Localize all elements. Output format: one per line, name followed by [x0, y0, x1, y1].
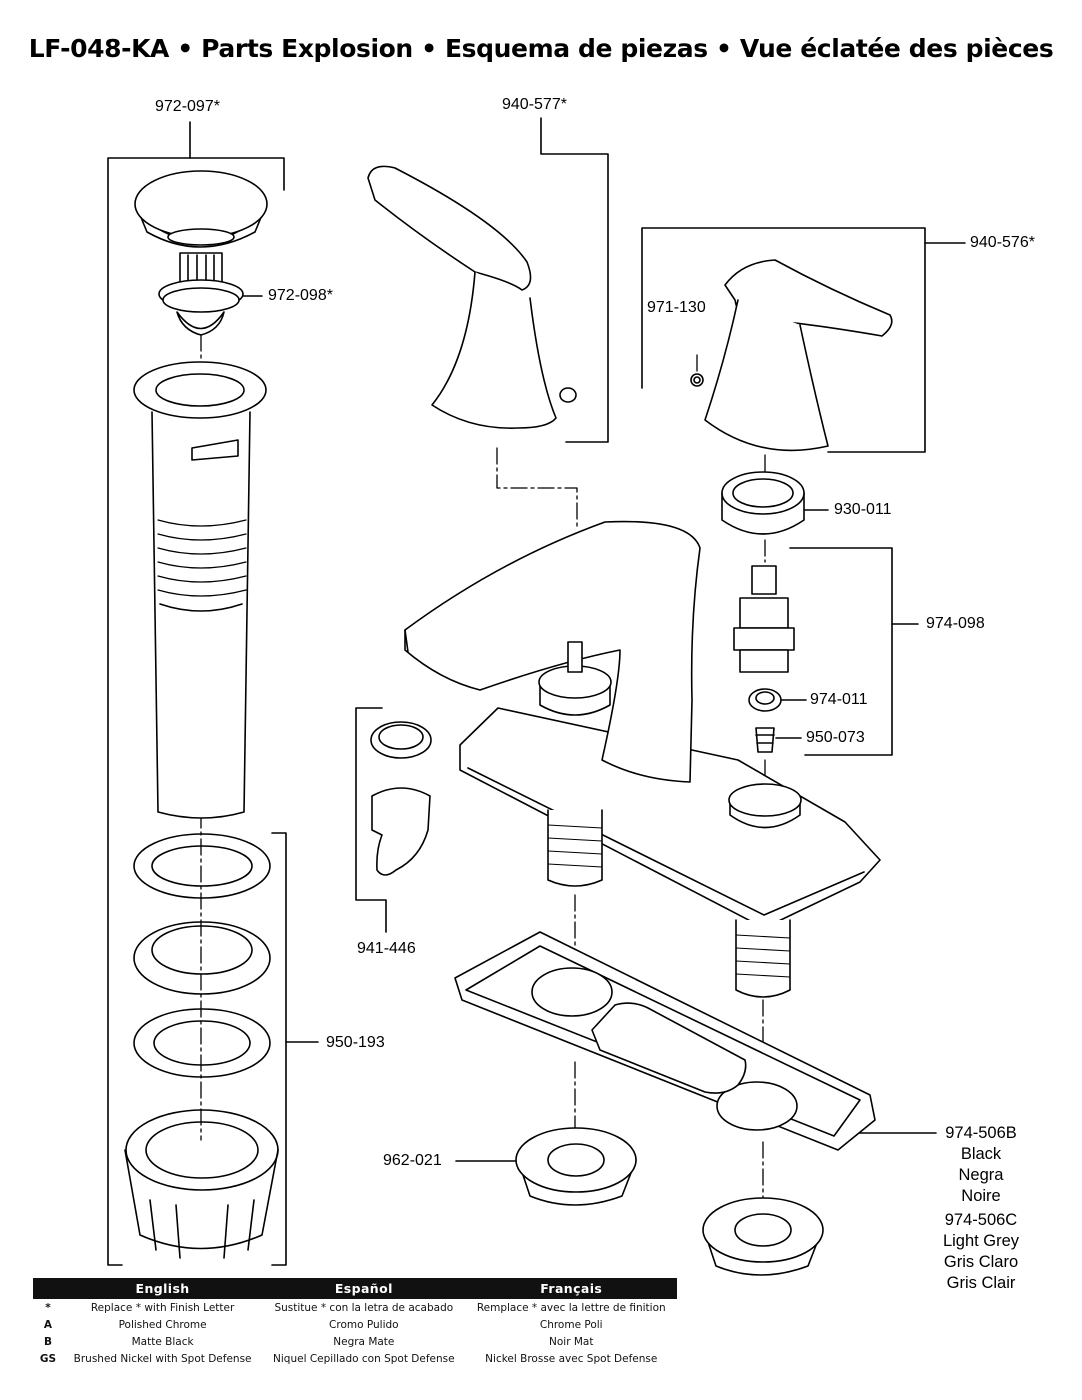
drain-gasket-1 [133, 833, 271, 899]
cartridge [733, 565, 795, 673]
label-930-011: 930-011 [834, 501, 892, 518]
legend-spanish: Sustitue * con la letra de acabado [274, 1301, 454, 1314]
label-971-130: 971-130 [647, 299, 706, 316]
legend-english: Matte Black [131, 1335, 194, 1348]
table-row: * Replace * with Finish Letter Sustitue … [33, 1299, 677, 1316]
label-974-098: 974-098 [926, 615, 985, 632]
legend-spanish: Negra Mate [333, 1335, 395, 1348]
drain-nut [133, 921, 271, 995]
bracket-940-576 [641, 227, 966, 453]
legend-english: Brushed Nickel with Spot Defense [73, 1352, 252, 1365]
page-title: LF-048-KA • Parts Explosion • Esquema de… [28, 34, 1054, 63]
label-974-506C-grisclair: Gris Clair [946, 1274, 1016, 1292]
legend-french: Chrome Poli [539, 1318, 603, 1331]
label-950-193: 950-193 [326, 1034, 385, 1051]
legend-english: Polished Chrome [118, 1318, 207, 1331]
drain-gasket-2 [133, 1008, 271, 1078]
right-handle [690, 259, 893, 452]
faucet-body [404, 520, 881, 998]
legend-header-english: English [63, 1278, 263, 1299]
label-974-506B-noire: Noire [961, 1187, 1001, 1205]
label-941-446: 941-446 [357, 940, 416, 957]
label-974-506C-lightgrey: Light Grey [942, 1232, 1020, 1250]
legend-french: Remplace * avec la lettre de finition [476, 1301, 666, 1314]
legend-code: B [43, 1335, 52, 1348]
spout-handle [367, 165, 577, 429]
table-row: A Polished Chrome Cromo Pulido Chrome Po… [33, 1316, 677, 1333]
spring [755, 727, 775, 753]
legend-header-french: Français [465, 1278, 677, 1299]
legend-header-code [33, 1278, 63, 1299]
drain-body [133, 361, 267, 819]
bracket-950-193 [271, 832, 319, 1266]
bracket-972-097 [107, 121, 285, 1266]
label-974-506B-negra: Negra [958, 1166, 1004, 1184]
legend-spanish: Niquel Cepillado con Spot Defense [273, 1352, 455, 1365]
bonnet-nut [721, 471, 805, 535]
aerator [370, 721, 432, 876]
legend-french: Noir Mat [549, 1335, 594, 1348]
legend-french: Nickel Brosse avec Spot Defense [485, 1352, 658, 1365]
stopper-stem [158, 252, 244, 336]
mounting-nut-right [702, 1197, 824, 1276]
table-row: GS Brushed Nickel with Spot Defense Niqu… [33, 1350, 677, 1367]
label-940-576: 940-576* [970, 234, 1035, 251]
legend-code: * [45, 1301, 51, 1314]
legend-code: A [43, 1318, 53, 1331]
label-974-506C: 974-506C [944, 1211, 1018, 1229]
label-974-506-group: 974-506B Black Negra Noire 974-506C Ligh… [930, 1123, 1032, 1294]
drain-tailpiece-nut [124, 1109, 279, 1259]
mounting-nut-left [515, 1127, 637, 1206]
legend-code: GS [39, 1352, 57, 1365]
legend-header-row: English Español Français [33, 1278, 677, 1299]
label-974-011: 974-011 [810, 691, 868, 708]
seat [748, 688, 782, 712]
deck-plate [454, 931, 876, 1151]
finish-legend-table: English Español Français * Replace * wit… [33, 1278, 677, 1367]
legend-header-spanish: Español [262, 1278, 466, 1299]
legend-english: Replace * with Finish Letter [90, 1301, 235, 1314]
label-972-098: 972-098* [268, 287, 333, 304]
label-962-021: 962-021 [383, 1152, 442, 1169]
label-974-506B-black: Black [960, 1145, 1002, 1163]
label-972-097: 972-097* [155, 98, 220, 115]
label-940-577: 940-577* [502, 96, 567, 113]
bracket-974-098 [789, 547, 919, 756]
label-974-506C-grisclaro: Gris Claro [943, 1253, 1019, 1271]
label-950-073: 950-073 [806, 729, 865, 746]
bracket-941-446 [355, 707, 387, 933]
legend-spanish: Cromo Pulido [329, 1318, 399, 1331]
drain-stopper-cap [134, 170, 268, 248]
table-row: B Matte Black Negra Mate Noir Mat [33, 1333, 677, 1350]
label-974-506B: 974-506B [945, 1124, 1017, 1142]
bracket-940-577 [540, 117, 609, 443]
